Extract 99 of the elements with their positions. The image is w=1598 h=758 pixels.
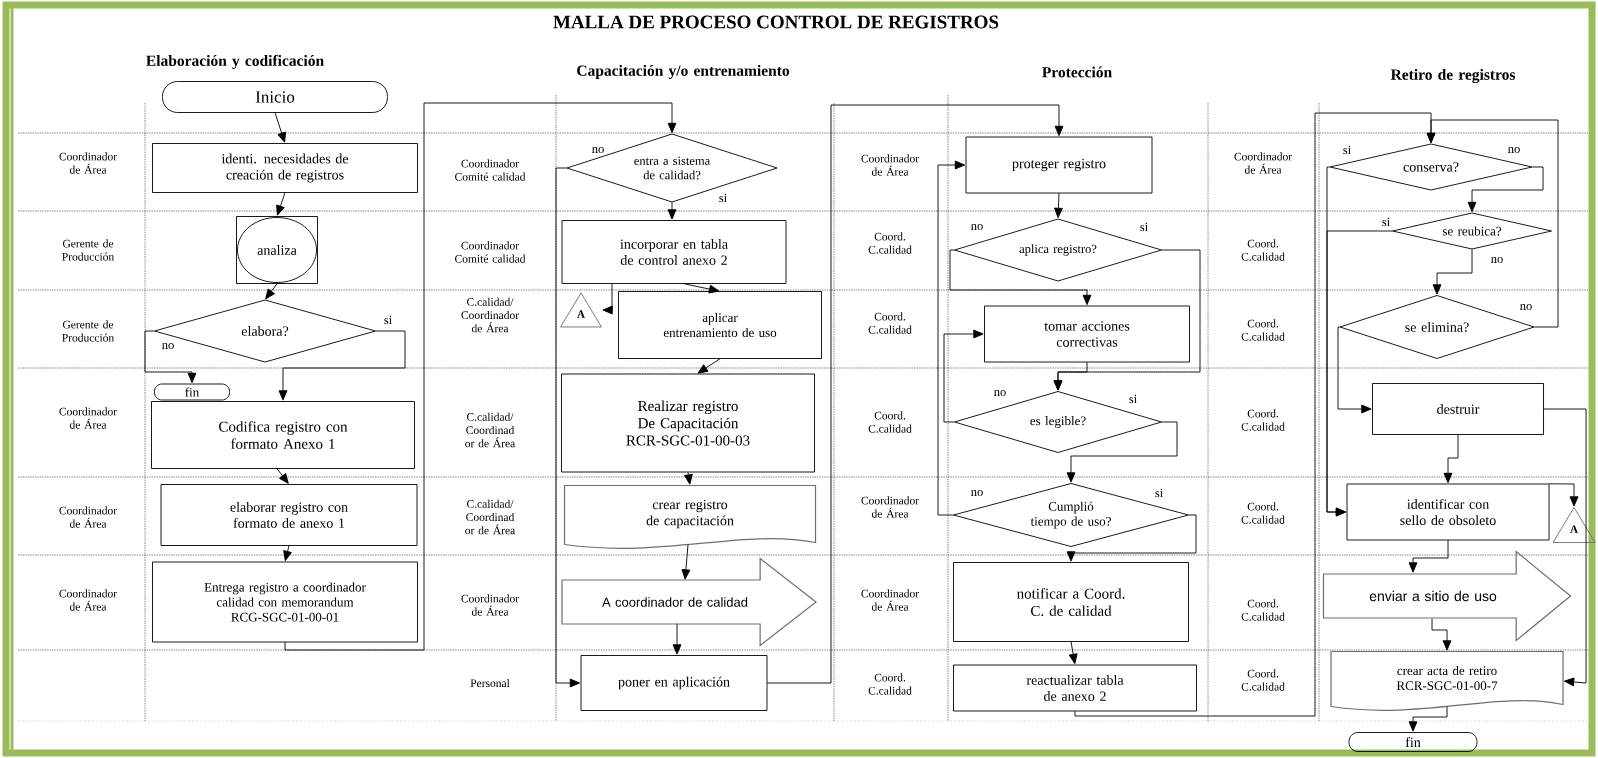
arrow [1543,408,1587,687]
process-box: destruir [1372,383,1544,435]
process-box: incorporar en tabla de control anexo 2 [561,220,787,284]
arrow [697,358,721,374]
arrow [1066,514,1197,562]
process-box: elaborar registro con formato de anexo 1 [160,484,418,546]
arrow [937,160,966,516]
role-label: Coordinador de Área [1234,152,1292,174]
edge-label: si [717,192,729,204]
role-label: Coord. C.calidad [1241,319,1285,341]
edge-label: si [1127,393,1139,405]
arrow [1337,326,1372,414]
role-label: Coordinador Comité calidad [455,159,526,181]
edge-label: no [1506,146,1522,154]
role-label: C.calidad/ Coordinad or de Área [465,499,516,535]
edge-label: no [969,223,985,231]
edge-label: si [1138,221,1150,233]
arrow [766,104,1064,684]
arrow [602,283,613,315]
role-label: Coord. C.calidad [868,673,912,695]
arrow [276,468,289,484]
role-label: Coordinador de Área [59,506,117,528]
role-label: Coord. C.calidad [1241,669,1285,691]
role-label: Coordinador de Área [861,589,919,611]
edge-label: no [992,389,1008,397]
role-label: Coordinador de Área [461,594,519,616]
arrow [1443,434,1459,484]
arrow [1432,248,1473,295]
arrow [265,283,278,300]
process-box: poner en aplicación [580,655,768,711]
role-label: Coord. C.calidad [1241,599,1285,621]
process-box: Codifica registro con formato Anexo 1 [151,401,415,469]
role-label: Coordinador de Área [59,407,117,429]
process-box: tomar acciones correctivas [984,305,1190,363]
process-box: proteger registro [965,136,1153,194]
arrow [276,192,286,216]
process-box: identi. necesidades de creación de registros [152,143,418,193]
edge-label: no [1518,303,1534,311]
edge-label: no [160,342,176,350]
arrow [1431,618,1452,651]
arrow [949,249,1092,306]
arrow [144,330,197,384]
process-box: notificar a Coord. C. de calidad [953,562,1189,642]
role-label: Coordinador de Área [59,152,117,174]
process-box: Entrega registro a coordinador calidad con memorandum RCG-SGC-01-00-01 [152,561,418,643]
circle-box: analiza [236,216,318,284]
role-label: Coordinador Comité calidad [455,241,526,263]
edge-label: no [590,146,606,154]
edge-label: si [1380,216,1392,228]
arrow [1054,192,1063,219]
role-label: Coord. C.calidad [1241,239,1285,261]
arrow [1408,706,1448,732]
arrow [555,167,581,688]
column-heading: Protección [1042,66,1112,78]
role-label: Coordinador de Área [861,496,919,518]
arrow [1467,166,1544,213]
edge-label: no [969,489,985,497]
arrow [943,329,984,423]
arrow [283,545,292,562]
role-label: C.calidad/ Coordinad or de Área [465,412,516,448]
arrow [683,283,720,294]
role-label: C.calidad/ Coordinador de Área [461,297,519,333]
arrow [274,112,286,143]
arrow [1426,119,1559,328]
role-label: Coord. C.calidad [868,411,912,433]
role-label: Personal [470,678,510,688]
arrow [684,471,693,485]
edge-label: no [1489,256,1505,264]
role-label: Gerente de Producción [62,239,114,261]
role-label: Coord. C.calidad [1241,502,1285,524]
edge-label: si [1341,144,1353,156]
edge-label: si [1153,487,1165,499]
role-label: Coord. C.calidad [868,232,912,254]
arrow [1408,539,1449,573]
arrow [1053,361,1088,391]
arrow [284,102,677,651]
arrow [1068,641,1078,665]
arrow [1548,483,1579,507]
column-heading: Retiro de registros [1390,68,1516,84]
arrow [672,623,682,655]
arrow [1066,421,1178,483]
connector-triangle: A [1552,507,1596,543]
column-heading: Capacitación y/o entrenamiento [577,64,790,80]
role-label: Gerente de Producción [62,320,114,342]
role-label: Coordinador de Área [59,589,117,611]
edge-label: si [382,314,394,326]
role-label: Coordinador de Área [861,154,919,176]
role-label: Coord. C.calidad [868,312,912,334]
arrow [278,330,406,401]
arrow [681,544,691,580]
role-label: Coord. C.calidad [1241,409,1285,431]
connector-triangle: A [560,292,602,328]
arrow [667,201,677,220]
title: MALLA DE PROCESO CONTROL DE REGISTROS [553,15,999,29]
process-box: reactualizar tabla de anexo 2 [953,664,1197,712]
process-box: aplicar entrenamiento de uso [618,291,822,359]
process-box: Realizar registro De Capacitación RCR-SGC-01-00-03 [561,373,815,473]
process-box: identificar con sello de obsoleto [1346,483,1550,541]
arrow [1326,230,1393,517]
